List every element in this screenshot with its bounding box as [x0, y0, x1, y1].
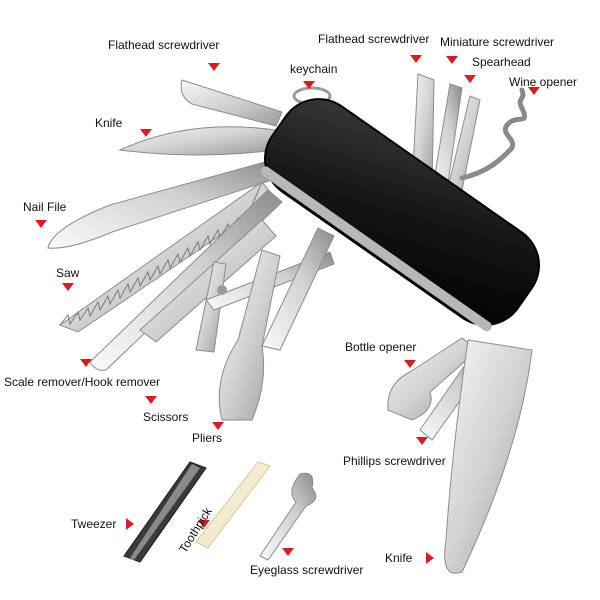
eyeglass-screwdriver-tool [259, 472, 317, 561]
label-phillips-screwdriver: Phillips screwdriver [343, 454, 446, 468]
marker-toothpick [198, 520, 210, 528]
wood-saw-tool [139, 219, 277, 343]
wine-opener-tool [459, 87, 528, 181]
handle-body [264, 98, 540, 326]
marker-keychain [303, 81, 315, 89]
marker-knife-bottom [426, 552, 434, 564]
marker-wine [528, 87, 540, 95]
label-keychain: keychain [290, 62, 338, 76]
label-saw: Saw [56, 266, 80, 280]
label-bottle-opener: Bottle opener [345, 340, 417, 354]
marker-knife-top [140, 129, 152, 137]
label-flathead-screwdriver-left: Flathead screwdriver [108, 38, 220, 52]
marker-saw [62, 283, 74, 291]
label-scale-remover: Scale remover/Hook remover [4, 375, 161, 389]
marker-flathead-left [208, 63, 220, 71]
marker-eyeglass [282, 548, 294, 556]
label-pliers: Pliers [192, 431, 223, 445]
pliers-arm [261, 227, 335, 351]
label-nail-file: Nail File [23, 200, 67, 214]
marker-tweezer [126, 518, 134, 530]
label-knife-bottom: Knife [385, 551, 413, 565]
marker-phillips [416, 437, 428, 445]
knife-bottom-tool [444, 339, 533, 574]
label-miniature-screwdriver: Miniature screwdriver [440, 35, 555, 49]
marker-miniature [446, 56, 458, 64]
flathead-screwdriver-left-tool [180, 79, 283, 127]
label-eyeglass-screwdriver: Eyeglass screwdriver [250, 563, 364, 577]
toothpick-tool [195, 461, 271, 549]
marker-flathead-right [410, 55, 422, 63]
marker-scissors [145, 396, 157, 404]
label-spearhead: Spearhead [472, 55, 531, 69]
label-wine-opener: Wine opener [509, 75, 578, 89]
label-flathead-screwdriver-right: Flathead screwdriver [318, 32, 430, 46]
label-scissors: Scissors [143, 410, 189, 424]
label-knife-top: Knife [95, 116, 123, 130]
marker-scale [80, 359, 92, 367]
marker-spearhead [464, 75, 476, 83]
marker-nail-file [35, 220, 47, 228]
marker-pliers [212, 422, 224, 430]
saw-teeth [59, 181, 263, 326]
pliers-tool [218, 249, 281, 421]
handle-liner [260, 166, 492, 332]
tweezer-highlight [130, 464, 200, 560]
marker-bottle [404, 360, 416, 368]
label-tweezer: Tweezer [71, 517, 117, 531]
